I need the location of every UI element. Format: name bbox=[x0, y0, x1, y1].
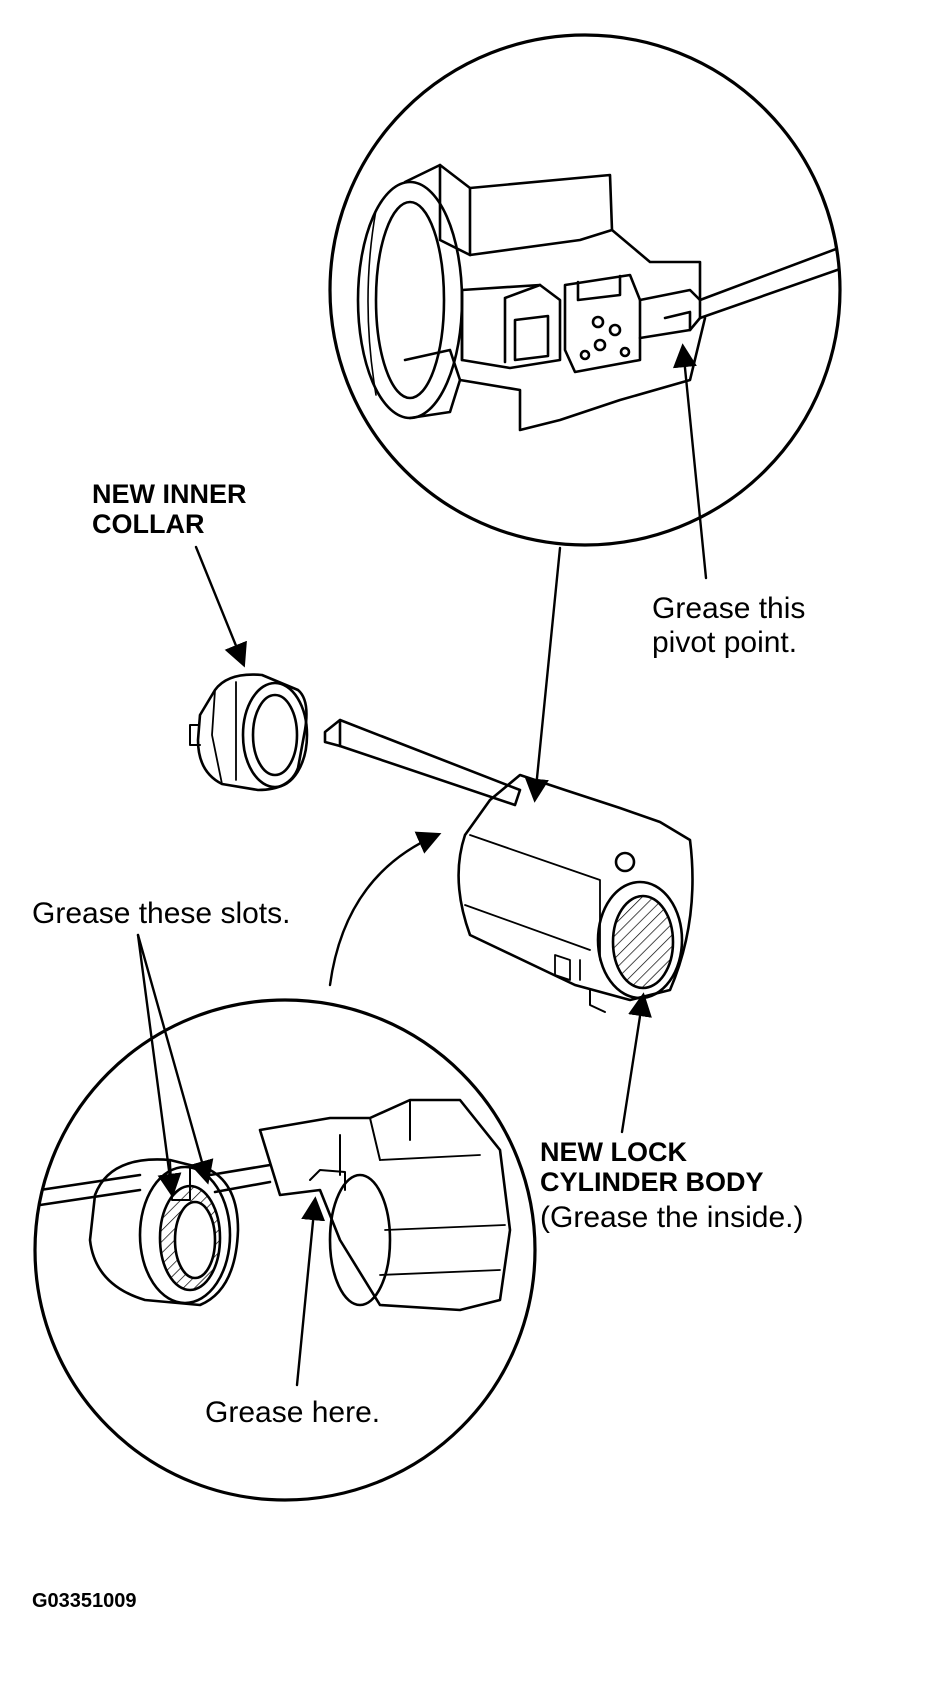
inner-collar-part bbox=[189, 673, 309, 792]
new-inner-collar-label: NEW INNER COLLAR bbox=[92, 479, 247, 540]
locking-bar-part bbox=[323, 718, 522, 807]
leader-arrows bbox=[136, 343, 708, 1387]
grease-slots-label: Grease these slots. bbox=[32, 897, 291, 930]
lock-cylinder-title-label: NEW LOCK CYLINDER BODY bbox=[540, 1137, 764, 1198]
grease-here-label: Grease here. bbox=[205, 1396, 381, 1429]
lock-cylinder-note-label: (Grease the inside.) bbox=[540, 1201, 804, 1234]
lock-cylinder-body-part bbox=[457, 773, 694, 1013]
grease-pivot-label: Grease this pivot point. bbox=[652, 592, 806, 659]
lock-assembly-drawing bbox=[189, 673, 694, 1013]
figure-code: G03351009 bbox=[32, 1590, 137, 1612]
pivot-detail-circle bbox=[328, 33, 842, 547]
